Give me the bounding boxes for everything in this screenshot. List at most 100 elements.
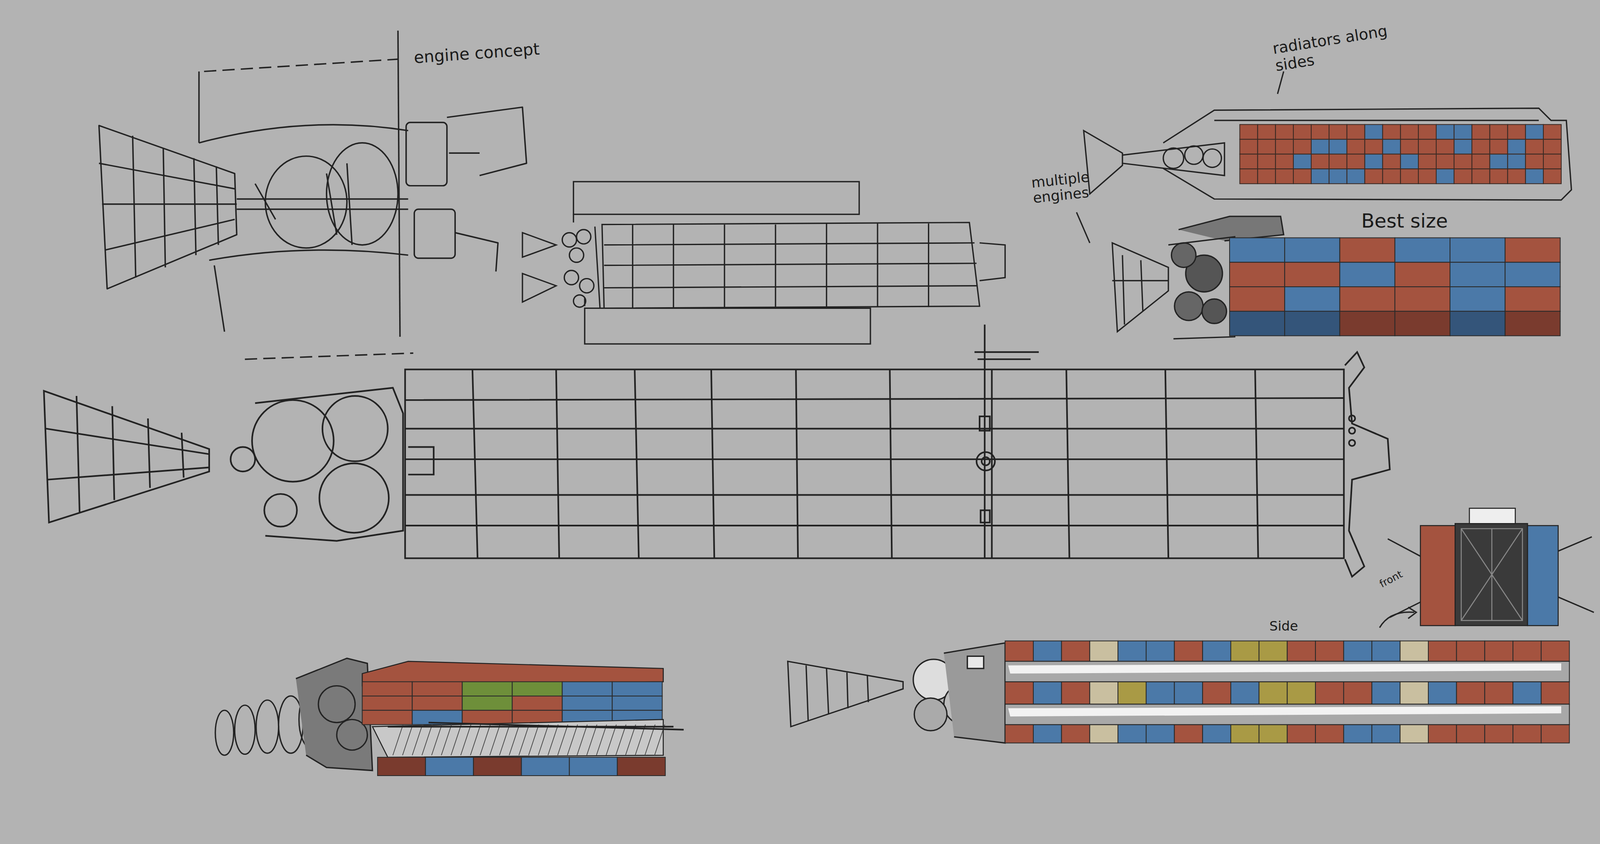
container-block <box>412 695 463 710</box>
container-block <box>462 681 513 696</box>
container-block <box>1365 154 1383 170</box>
container-block <box>425 757 474 776</box>
container-block <box>1454 168 1473 184</box>
sketch-stroke <box>596 724 607 755</box>
container-block <box>1395 237 1450 263</box>
container-block <box>1293 124 1312 140</box>
container-block <box>1543 139 1562 155</box>
container-block <box>1229 286 1285 312</box>
container-block <box>362 681 413 696</box>
sketch-stroke <box>518 724 529 755</box>
container-block <box>1400 724 1429 743</box>
sketch-stroke <box>606 724 617 755</box>
angled-ship-engines <box>215 657 373 770</box>
container-block <box>1202 681 1231 705</box>
container-block <box>1293 168 1312 184</box>
container-block <box>412 681 463 696</box>
container-block <box>362 695 413 710</box>
container-block <box>1033 681 1062 705</box>
container-block <box>617 757 666 776</box>
container-block <box>1257 154 1276 170</box>
container-block <box>1275 124 1294 140</box>
container-block <box>1507 168 1526 184</box>
container-block <box>569 757 618 776</box>
engine-concept-sketch <box>99 30 527 359</box>
container-block <box>462 695 513 710</box>
container-block <box>1340 237 1395 263</box>
container-block <box>1257 139 1276 155</box>
container-block <box>1418 124 1437 140</box>
container-block <box>512 695 563 710</box>
container-block <box>1418 154 1437 170</box>
container-block <box>1347 168 1365 184</box>
container-block <box>1347 124 1365 140</box>
front-view <box>1379 507 1594 628</box>
container-block <box>1400 154 1419 170</box>
sketch-stroke <box>625 724 636 755</box>
container-block <box>1512 640 1542 662</box>
container-block <box>512 681 563 696</box>
sketch-stroke <box>431 724 442 755</box>
sketch-stroke <box>586 724 597 755</box>
container-block <box>1395 262 1450 287</box>
container-block <box>1340 262 1395 287</box>
container-block <box>1400 681 1429 705</box>
container-block <box>1507 124 1526 140</box>
container-block <box>1456 640 1485 662</box>
radiator-container-grid <box>1240 124 1562 184</box>
container-block <box>1174 681 1203 705</box>
container-block <box>1089 681 1118 705</box>
container-block <box>1450 262 1505 287</box>
container-block <box>1089 640 1118 662</box>
side-view-engine <box>787 642 1006 743</box>
container-block <box>1061 681 1090 705</box>
handwritten-note: multiple engines <box>1030 165 1132 208</box>
container-block <box>1382 168 1401 184</box>
container-block <box>612 681 663 696</box>
container-block <box>1329 124 1348 140</box>
container-block <box>1507 154 1526 170</box>
container-block <box>1490 124 1508 140</box>
container-block <box>1382 139 1401 155</box>
container-block <box>1436 139 1455 155</box>
container-block <box>1525 154 1544 170</box>
container-block <box>1418 168 1437 184</box>
container-block <box>1472 124 1490 140</box>
container-block <box>1275 139 1294 155</box>
container-block <box>1456 681 1485 705</box>
container-block <box>562 695 613 710</box>
container-block <box>1229 311 1285 336</box>
container-block <box>1275 168 1294 184</box>
container-block <box>1507 139 1526 155</box>
container-block <box>562 681 613 696</box>
container-block <box>1484 724 1513 743</box>
sketch-stroke <box>470 724 481 755</box>
container-block <box>1505 237 1560 263</box>
container-block <box>1117 681 1147 705</box>
container-block <box>1005 640 1034 662</box>
container-block <box>1395 311 1450 336</box>
container-block <box>1146 681 1175 705</box>
container-block <box>1259 681 1288 705</box>
container-block <box>1259 640 1288 662</box>
container-block <box>1454 154 1473 170</box>
container-block <box>1541 640 1570 662</box>
container-block <box>1436 124 1455 140</box>
container-block <box>1005 724 1034 743</box>
container-block <box>1033 724 1062 743</box>
sketch-stroke <box>509 724 520 755</box>
container-block <box>1240 154 1258 170</box>
container-block <box>1456 724 1485 743</box>
container-block <box>1372 724 1401 743</box>
sketch-stroke <box>387 722 684 730</box>
container-block <box>362 710 413 725</box>
container-block <box>1229 262 1285 287</box>
container-block <box>1428 724 1457 743</box>
container-block <box>1343 640 1373 662</box>
container-block <box>1343 724 1373 743</box>
container-block <box>1490 168 1508 184</box>
container-block <box>1543 154 1562 170</box>
container-block <box>1450 311 1505 336</box>
container-block <box>521 757 570 776</box>
